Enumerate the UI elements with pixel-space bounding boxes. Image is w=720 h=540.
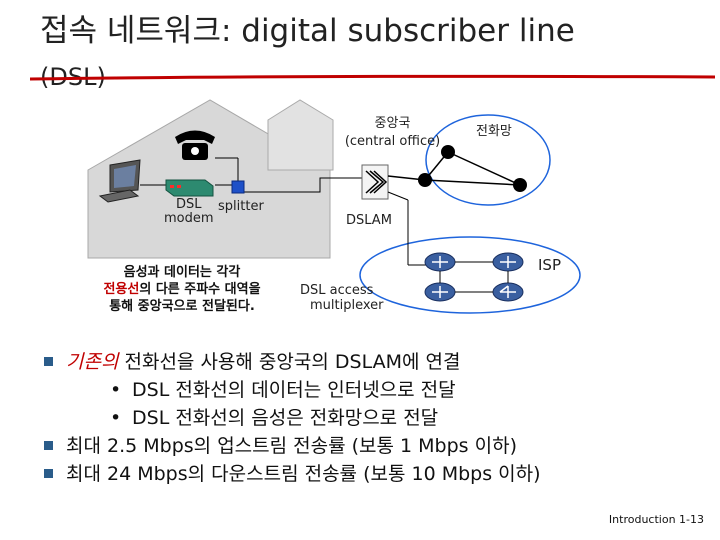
note-line-1: 음성과 데이터는 각각 bbox=[62, 264, 302, 281]
dslam-label: DSLAM bbox=[346, 213, 392, 228]
dslam-description-2: multiplexer bbox=[310, 298, 384, 313]
bullet-text: 최대 24 Mbps의 다운스트림 전송률 (보통 10 Mbps 이하) bbox=[66, 463, 541, 485]
router-icon bbox=[425, 283, 455, 301]
bullet-list: 기존의 전화선을 사용해 중앙국의 DSLAM에 연결 • DSL 전화선의 데… bbox=[42, 348, 712, 488]
bullet-text: 전화선을 사용해 중앙국의 DSLAM에 연결 bbox=[118, 351, 460, 373]
phone-network-label: 전화망 bbox=[476, 124, 512, 139]
router-icon bbox=[493, 283, 523, 301]
sub-bullet-item: • DSL 전화선의 음성은 전화망으로 전달 bbox=[42, 404, 712, 432]
bullet-text: 최대 2.5 Mbps의 업스트림 전송률 (보통 1 Mbps 이하) bbox=[66, 435, 517, 457]
bullet-marker bbox=[44, 469, 53, 478]
sub-bullet-marker: • bbox=[110, 376, 121, 404]
voice-data-note: 음성과 데이터는 각각 전용선의 다른 주파수 대역을 통해 중앙국으로 전달된… bbox=[62, 264, 302, 315]
bullet-item: 최대 2.5 Mbps의 업스트림 전송률 (보통 1 Mbps 이하) bbox=[42, 432, 712, 460]
note-line-2-rest: 의 다른 주파수 대역을 bbox=[139, 282, 260, 297]
dslam-description: DSL access bbox=[300, 283, 373, 298]
central-office-building bbox=[268, 100, 333, 170]
bullet-item: 최대 24 Mbps의 다운스트림 전송률 (보통 10 Mbps 이하) bbox=[42, 460, 712, 488]
note-line-3: 통해 중앙국으로 전달된다. bbox=[62, 298, 302, 315]
note-line-2: 전용선의 다른 주파수 대역을 bbox=[62, 281, 302, 298]
bullet-item: 기존의 전화선을 사용해 중앙국의 DSLAM에 연결 bbox=[42, 348, 712, 376]
dsl-modem bbox=[166, 180, 213, 196]
central-office-label-en: (central office) bbox=[332, 134, 453, 149]
isp-label: ISP bbox=[538, 258, 561, 273]
dsl-modem-label-2: modem bbox=[164, 211, 214, 226]
phone-network-node bbox=[513, 178, 527, 192]
splitter-box bbox=[232, 181, 244, 193]
bullet-marker bbox=[44, 441, 53, 450]
dsl-modem-label: DSL bbox=[176, 197, 202, 212]
sub-bullet-item: • DSL 전화선의 데이터는 인터넷으로 전달 bbox=[42, 376, 712, 404]
note-dedicated-line: 전용선 bbox=[103, 282, 139, 297]
slide-footer: Introduction 1-13 bbox=[609, 513, 704, 526]
sub-bullet-text: DSL 전화선의 음성은 전화망으로 전달 bbox=[132, 407, 438, 429]
sub-bullet-text: DSL 전화선의 데이터는 인터넷으로 전달 bbox=[132, 379, 456, 401]
bullet-emphasis: 기존의 bbox=[66, 351, 118, 373]
isp-cloud bbox=[360, 237, 580, 313]
bullet-marker bbox=[44, 357, 53, 366]
dslam-box bbox=[362, 165, 388, 199]
router-icon bbox=[493, 253, 523, 271]
sub-bullet-marker: • bbox=[110, 404, 121, 432]
splitter-label: splitter bbox=[218, 199, 264, 214]
central-office-label-kr: 중앙국 bbox=[340, 116, 445, 131]
router-icon bbox=[425, 253, 455, 271]
